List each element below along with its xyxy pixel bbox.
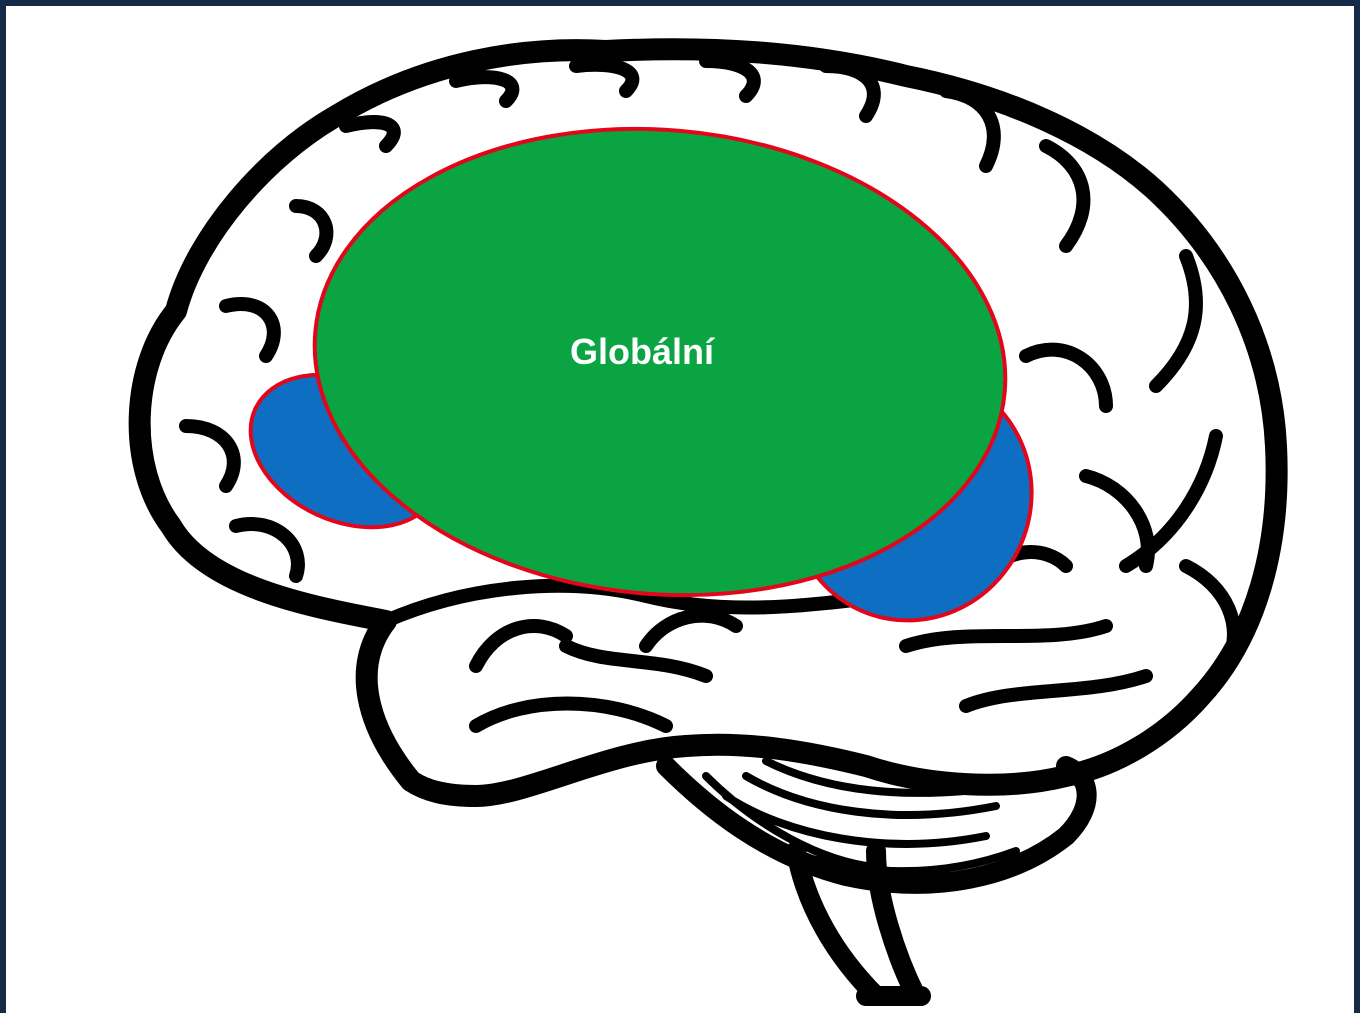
brainstem-outline — [786, 841, 931, 1006]
cerebellum-folia — [702, 757, 1020, 876]
brain-diagram: Globální — [128, 38, 1288, 1006]
brain-icon — [128, 38, 1288, 1006]
global-region — [312, 126, 1008, 598]
global-region-label: Globální — [570, 331, 715, 372]
cerebellum-outline — [656, 756, 1097, 894]
cerebrum-outline — [128, 38, 1288, 807]
